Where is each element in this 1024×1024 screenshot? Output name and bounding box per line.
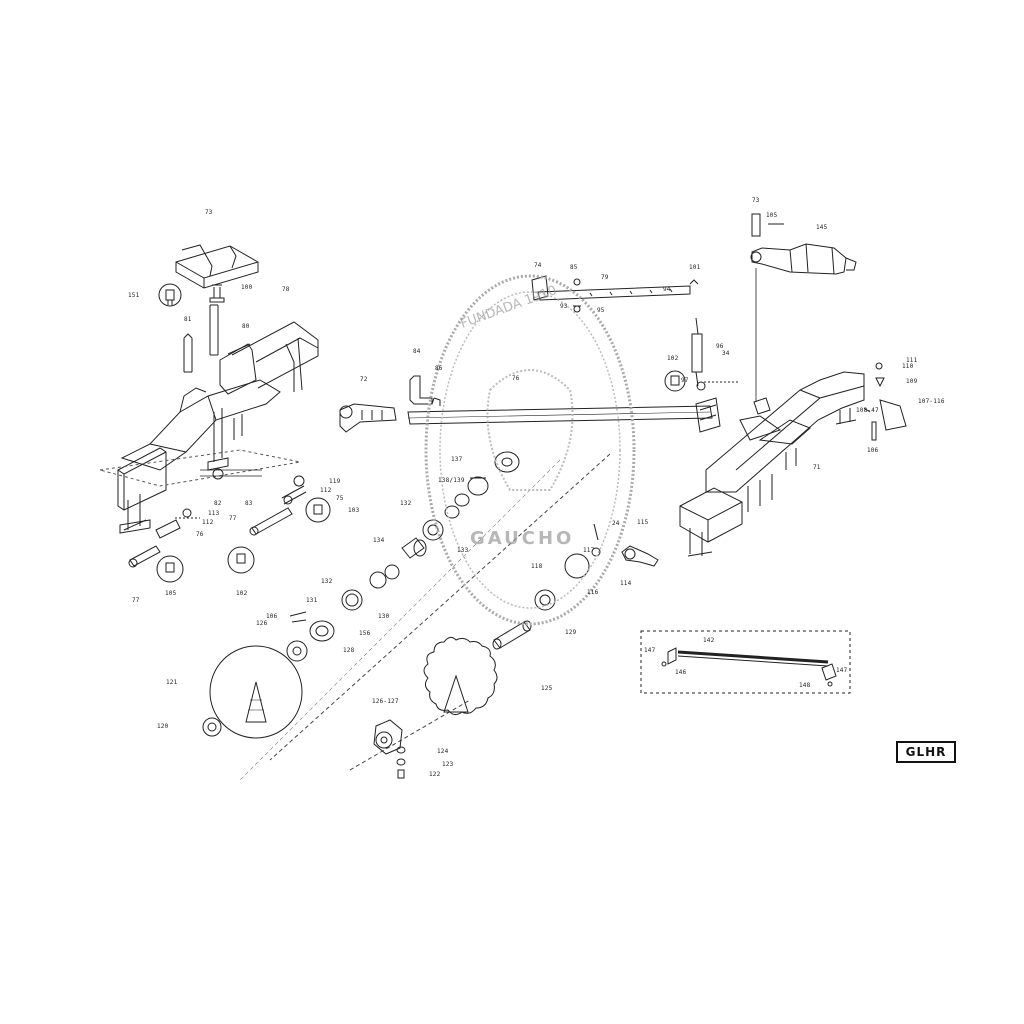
callout-94: 94 (663, 286, 671, 293)
callout-93: 93 (560, 303, 568, 310)
callout-81: 81 (184, 316, 192, 323)
callout-116: 116 (587, 589, 599, 596)
left-small-parts (128, 475, 331, 583)
callout-77-low: 77 (132, 597, 140, 604)
callout-78: 78 (282, 286, 290, 293)
callout-118: 118 (531, 563, 543, 570)
right-frame (679, 213, 907, 557)
inset-shaft-box (640, 630, 851, 694)
callout-106: 106 (867, 447, 879, 454)
callout-134: 134 (373, 537, 385, 544)
callout-112: 112 (202, 519, 214, 526)
callout-131: 131 (306, 597, 318, 604)
callout-156: 156 (359, 630, 371, 637)
callout-80: 80 (242, 323, 250, 330)
callout-109: 109 (906, 378, 918, 385)
callout-142: 142 (703, 637, 715, 644)
callout-101: 101 (689, 264, 701, 271)
callout-107-116: 107-116 (918, 398, 945, 405)
callout-74: 74 (534, 262, 542, 269)
drawing-code-label: GLHR (896, 741, 956, 763)
callout-132-low: 132 (321, 578, 333, 585)
callout-82: 82 (214, 500, 222, 507)
callout-145: 145 (816, 224, 828, 231)
callout-115: 115 (637, 519, 649, 526)
callout-151: 151 (128, 292, 140, 299)
callout-106-low: 106 (266, 613, 278, 620)
callout-72: 72 (360, 376, 368, 383)
callout-120: 120 (157, 723, 169, 730)
callout-113: 113 (208, 510, 220, 517)
callout-126-127: 126-127 (372, 698, 399, 705)
callout-110: 110 (902, 363, 914, 370)
callout-75: 75 (336, 495, 344, 502)
callout-112-right: 112 (320, 487, 332, 494)
callout-100: 100 (241, 284, 253, 291)
callout-71: 71 (813, 464, 821, 471)
callout-77-mid: 77 (229, 515, 237, 522)
callout-86: 86 (435, 365, 443, 372)
callout-119: 119 (329, 478, 341, 485)
callout-126: 126 (256, 620, 268, 627)
callout-147-left: 147 (644, 647, 656, 654)
callout-124: 124 (437, 748, 449, 755)
callout-137: 137 (451, 456, 463, 463)
callout-96: 96 (716, 343, 724, 350)
callout-84: 84 (413, 348, 421, 355)
callout-79: 79 (601, 274, 609, 281)
callout-129: 129 (565, 629, 577, 636)
callout-105: 105 (165, 590, 177, 597)
right-centre-parts (373, 523, 659, 779)
callout-95: 95 (597, 307, 605, 314)
callout-97: 97 (681, 377, 689, 384)
callout-114: 114 (620, 580, 632, 587)
callout-111: 111 (906, 357, 918, 364)
callout-148: 148 (799, 682, 811, 689)
callout-73: 73 (205, 209, 213, 216)
callout-102-right: 102 (667, 355, 679, 362)
callout-76: 76 (196, 531, 204, 538)
callout-103: 103 (348, 507, 360, 514)
callout-105-right: 105 (766, 212, 778, 219)
upper-link (531, 275, 740, 392)
callout-85: 85 (570, 264, 578, 271)
callout-133: 133 (457, 547, 469, 554)
callout-128: 128 (343, 647, 355, 654)
callout-117: 117 (583, 547, 595, 554)
callout-76-centre: 76 (512, 375, 520, 382)
callout-34: 34 (722, 350, 730, 357)
callout-130: 130 (378, 613, 390, 620)
callout-102: 102 (236, 590, 248, 597)
callout-146: 146 (675, 669, 687, 676)
callout-83: 83 (245, 500, 253, 507)
callout-125: 125 (541, 685, 553, 692)
left-frame (99, 244, 319, 534)
centre-beam (339, 375, 721, 433)
callout-73-right: 73 (752, 197, 760, 204)
callout-147-right: 147 (836, 667, 848, 674)
callout-121: 121 (166, 679, 178, 686)
callout-132: 132 (400, 500, 412, 507)
callout-108-47: 108-47 (856, 407, 879, 414)
callout-138-139: 138/139 (438, 477, 465, 484)
callout-122: 122 (429, 771, 441, 778)
callout-24: 24 (612, 520, 620, 527)
callout-123: 123 (442, 761, 454, 768)
